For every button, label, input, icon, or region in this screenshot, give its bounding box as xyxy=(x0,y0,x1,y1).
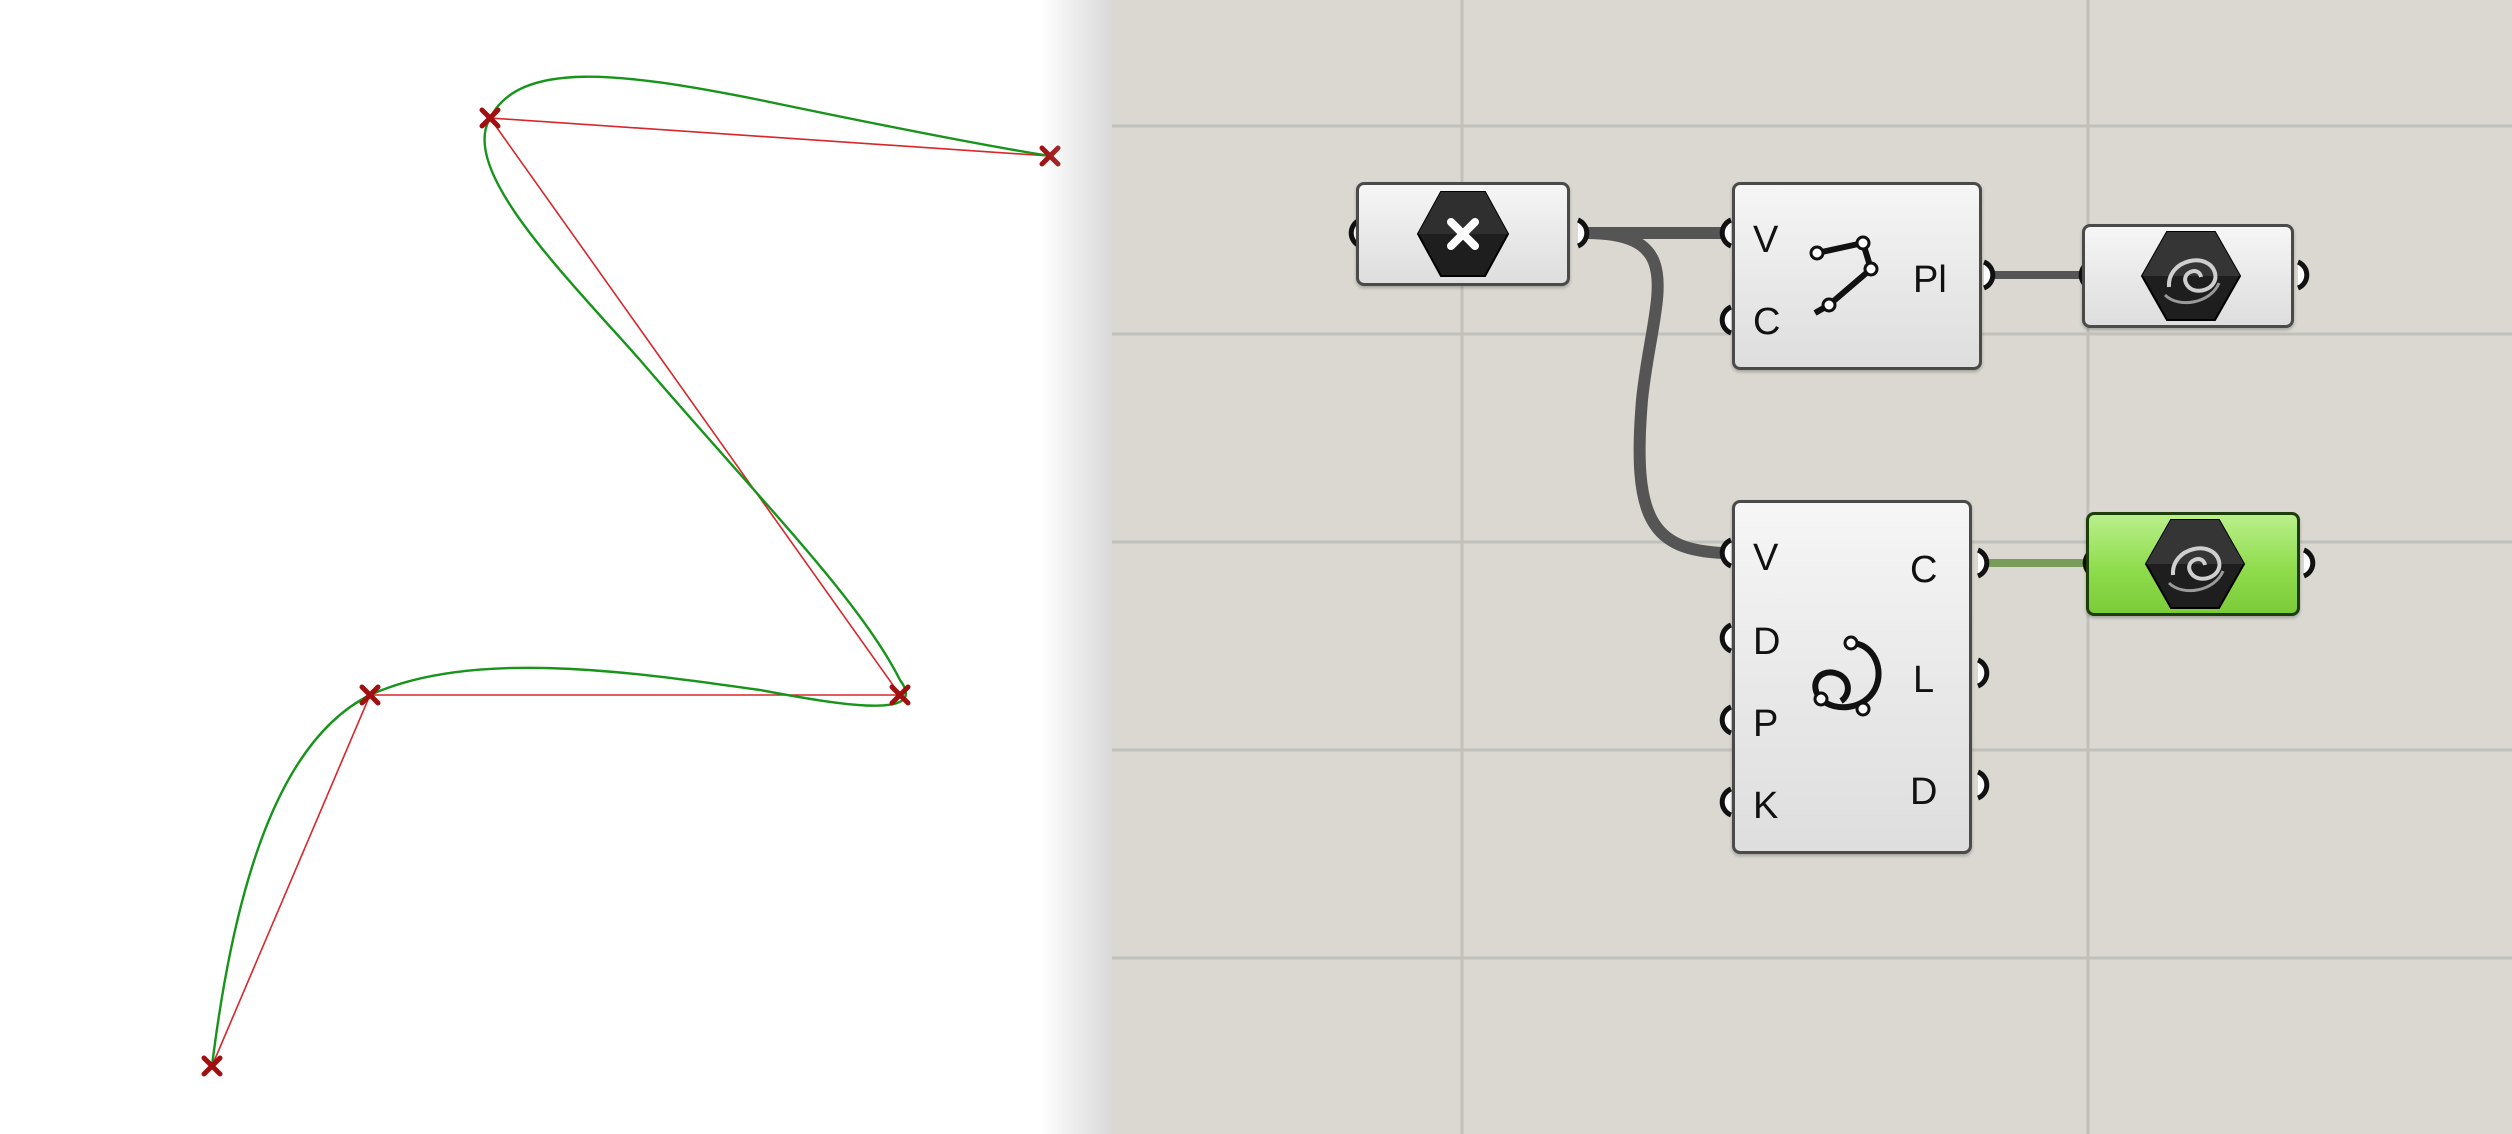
rhino-viewport[interactable] xyxy=(0,0,1112,1134)
grasshopper-canvas[interactable]: V C Pl V D P K C L D xyxy=(1112,0,2512,1134)
interpolate-curve-icon xyxy=(1812,635,1882,717)
output-L[interactable]: L xyxy=(1913,659,1935,701)
curve-param-icon xyxy=(2140,231,2242,321)
input-V[interactable]: V xyxy=(1753,219,1779,261)
curve-param-icon xyxy=(2144,519,2246,609)
polyline-icon xyxy=(1809,235,1879,316)
point-parameter[interactable] xyxy=(1356,182,1570,286)
curve-parameter-interpolate[interactable] xyxy=(2086,512,2300,616)
control-polyline xyxy=(211,117,1051,1067)
output-Pl[interactable]: Pl xyxy=(1913,259,1947,301)
interpolate-curve-component[interactable]: V D P K C L D xyxy=(1732,500,1972,854)
output-C[interactable]: C xyxy=(1910,549,1938,591)
point-marker[interactable] xyxy=(359,684,381,706)
curve-parameter-polyline[interactable] xyxy=(2082,224,2294,328)
polyline-component[interactable]: V C Pl xyxy=(1732,182,1982,370)
input-K[interactable]: K xyxy=(1753,785,1779,827)
viewport-geometry xyxy=(201,75,1061,1077)
point-marker[interactable] xyxy=(201,1055,223,1077)
interpolated-curve xyxy=(210,75,1051,1067)
canvas-edge-shadow xyxy=(1040,0,1112,1134)
input-V[interactable]: V xyxy=(1753,537,1779,579)
point-marker[interactable] xyxy=(889,684,911,706)
output-D[interactable]: D xyxy=(1910,771,1938,813)
input-D[interactable]: D xyxy=(1753,621,1781,663)
wire-point-to-interpolate[interactable] xyxy=(1585,227,1725,559)
point-marker[interactable] xyxy=(479,107,501,129)
point-x-icon xyxy=(1416,191,1510,277)
input-C[interactable]: C xyxy=(1753,301,1781,343)
input-P[interactable]: P xyxy=(1753,703,1779,745)
